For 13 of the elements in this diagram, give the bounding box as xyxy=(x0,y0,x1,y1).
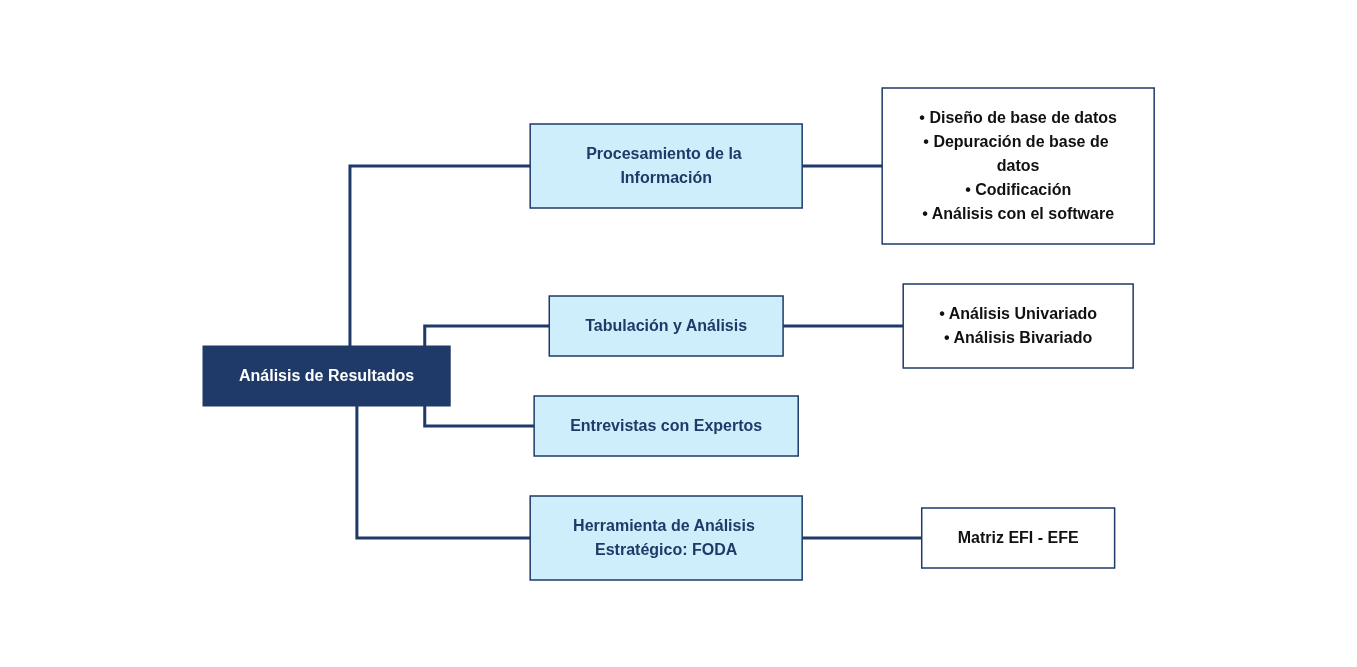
node-box xyxy=(529,494,803,581)
connector xyxy=(423,324,550,346)
connector xyxy=(423,405,535,427)
node-box xyxy=(533,394,799,457)
node-box xyxy=(902,282,1134,369)
node-box xyxy=(548,294,784,357)
connector xyxy=(355,405,531,539)
node-box xyxy=(881,86,1155,245)
node-box xyxy=(920,506,1116,569)
node-box xyxy=(202,345,451,406)
node-box xyxy=(529,122,803,209)
connector xyxy=(348,164,531,346)
mind-map-diagram: Análisis de Resultados Procesamiento de la Información • Diseño de base de datos • Depuración de base de datos • Codificación • Análisis con el software Tabulación y Análisis • Análisis Univariado • Análisis Bivariado Entrevistas con Expertos Herramienta de Análisis Estratégico: FODA Matriz EFI - EFE xyxy=(194,79,1163,588)
